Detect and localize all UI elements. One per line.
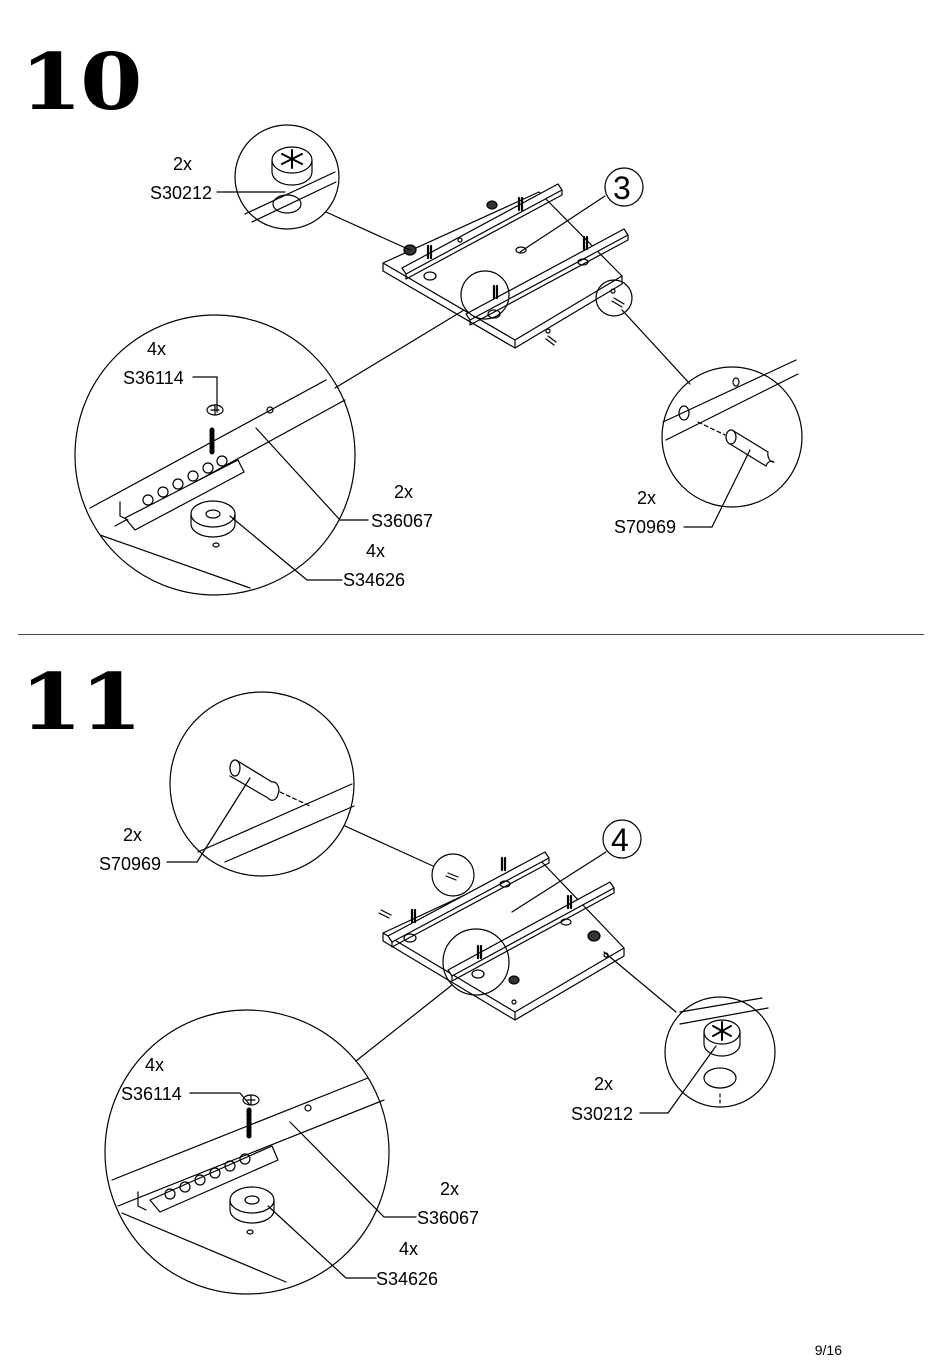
step10-rail-code: S36067	[371, 511, 434, 531]
detail-rail-11	[104, 984, 453, 1295]
part-4-label: 4	[611, 822, 629, 858]
part-3-label: 3	[613, 170, 631, 206]
step10-spacer-code: S34626	[343, 570, 406, 590]
step11-screw-code: S36114	[121, 1084, 182, 1104]
step11-dowel-qty: 2x	[123, 825, 143, 845]
step11-cam-lock-qty: 2x	[594, 1074, 614, 1094]
step-number-11: 11	[20, 657, 143, 748]
rail-zoom-ring-10	[460, 270, 510, 320]
step10-screw-qty: 4x	[147, 339, 167, 359]
step10-dowel-code: S70969	[614, 517, 677, 537]
step11-cam-lock-code: S30212	[571, 1104, 634, 1124]
detail-dowel-11	[169, 691, 434, 877]
leaders-10	[192, 191, 751, 581]
step11-spacer-qty: 4x	[399, 1239, 419, 1259]
dowel-zoom-ring-10	[595, 279, 633, 317]
step10-screw-code: S36114	[123, 368, 184, 388]
step-10-drawing: 3	[74, 124, 803, 596]
step10-dowel-qty: 2x	[637, 488, 657, 508]
step11-spacer-code: S34626	[376, 1269, 439, 1289]
dowel-zoom-ring-11	[431, 853, 475, 897]
step-11-drawing: 4	[104, 691, 776, 1295]
step10-cam-lock-qty: 2x	[173, 154, 193, 174]
detail-dowel-10	[621, 309, 803, 508]
step-divider	[18, 634, 924, 635]
page-number: 9/16	[814, 1342, 842, 1358]
step11-screw-qty: 4x	[145, 1055, 165, 1075]
step11-rail-qty: 2x	[440, 1179, 460, 1199]
step10-cam-lock-code: S30212	[150, 183, 213, 203]
part-3-marker	[604, 167, 644, 207]
leaders-11	[166, 777, 717, 1279]
step10-spacer-qty: 4x	[366, 541, 386, 561]
part-4-marker	[602, 819, 642, 859]
panel-assembly-3	[382, 183, 629, 349]
detail-cam-lock-10	[234, 124, 411, 251]
step10-rail-qty: 2x	[394, 482, 414, 502]
rail-zoom-ring-11	[442, 928, 510, 996]
step11-dowel-code: S70969	[99, 854, 162, 874]
step11-rail-code: S36067	[417, 1208, 480, 1228]
step-number-10: 10	[20, 37, 143, 128]
detail-rail-10	[74, 309, 465, 596]
panel-assembly-4	[378, 851, 625, 1021]
